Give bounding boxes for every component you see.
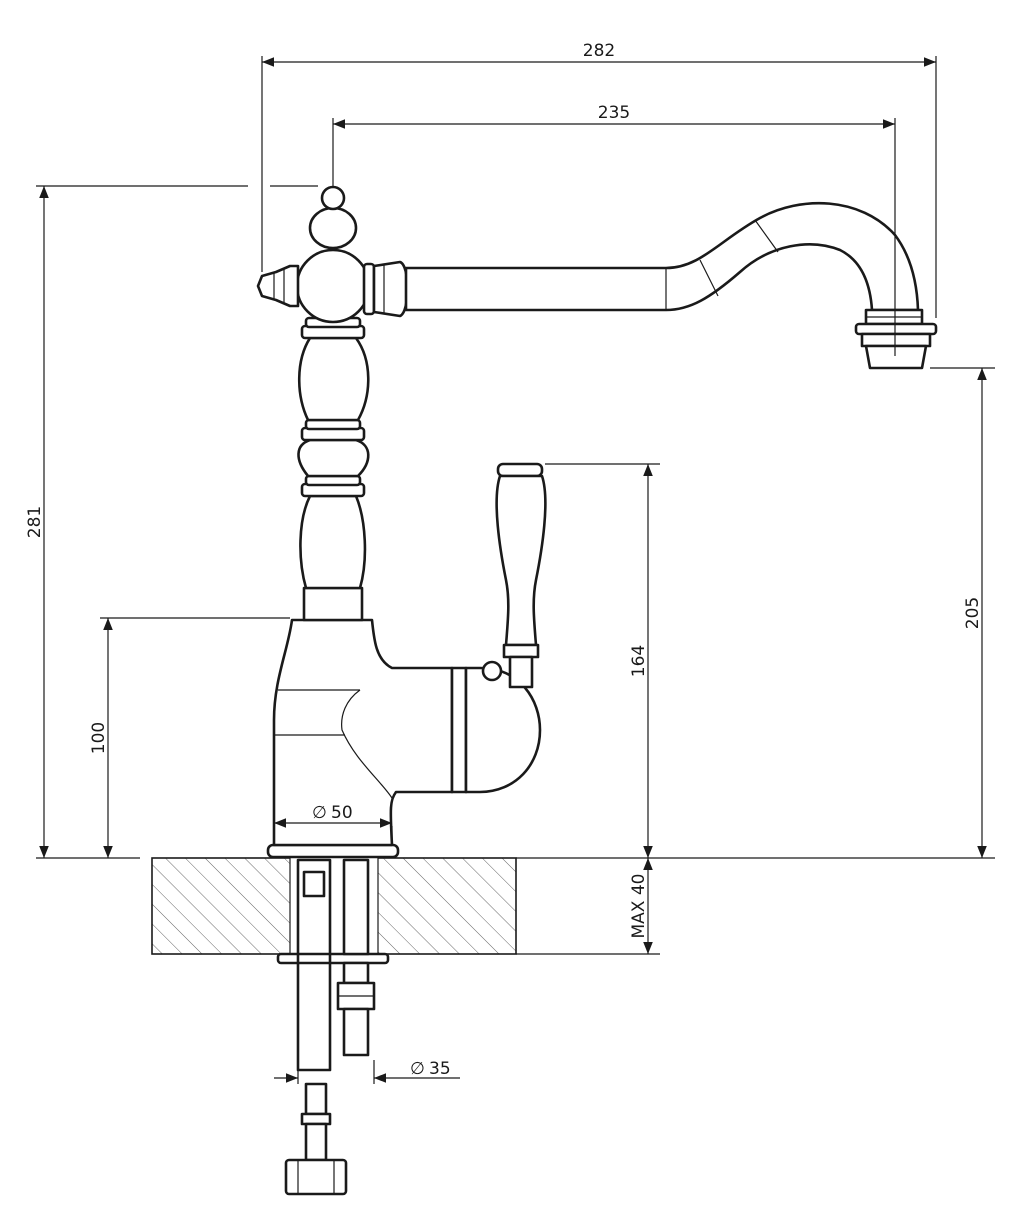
- label-total-width: 282: [583, 41, 615, 61]
- label-base-diameter: 50: [331, 803, 353, 823]
- dimension-lines: [39, 57, 987, 1084]
- label-lever-height: 164: [629, 645, 649, 677]
- extension-lines: [36, 56, 995, 955]
- countertop-section: [151, 857, 517, 955]
- label-max-deck: MAX 40: [629, 874, 649, 939]
- dimension-labels: 282 235 281 100 164 205 MAX 40 ∅ 50 ∅ 35: [25, 41, 983, 1079]
- label-hole-diameter: 35: [429, 1059, 451, 1079]
- label-spout-height: 205: [963, 597, 983, 629]
- label-spout-reach: 235: [598, 103, 630, 123]
- label-body-height: 100: [89, 722, 109, 754]
- faucet-outline: [256, 185, 938, 1196]
- diameter-symbol-icon: ∅: [410, 1059, 425, 1079]
- diameter-symbol-icon: ∅: [312, 803, 327, 823]
- label-total-height: 281: [25, 506, 45, 538]
